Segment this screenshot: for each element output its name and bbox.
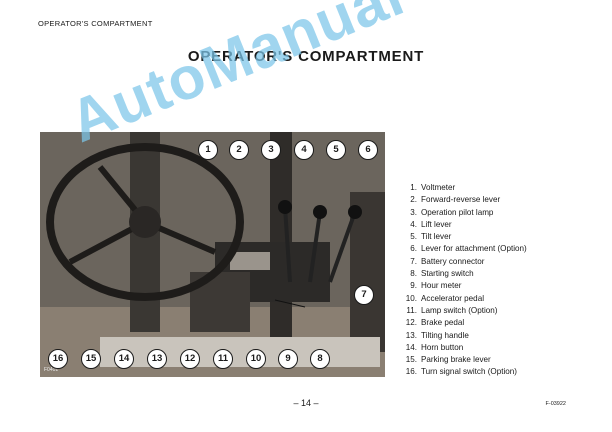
callout-6: 6	[358, 140, 378, 160]
photo-id: F0401	[44, 367, 59, 373]
callout-1: 1	[198, 140, 218, 160]
callout-14: 14	[114, 349, 134, 369]
parts-legend: 1.Voltmeter 2.Forward-reverse lever 3.Op…	[395, 182, 527, 379]
callout-7: 7	[354, 285, 374, 305]
page-title: OPERATOR'S COMPARTMENT	[187, 48, 425, 65]
legend-item: 15.Parking brake lever	[405, 355, 491, 365]
compartment-photo: F0401 1 2 3 4 5 6 7 8 9 10 11 12 13 14 1…	[40, 132, 385, 377]
legend-item: 2.Forward-reverse lever	[410, 195, 501, 205]
callout-12: 12	[180, 349, 200, 369]
callout-8: 8	[310, 349, 330, 369]
legend-item: 8.Starting switch	[410, 269, 474, 279]
document-code: F-03922	[545, 401, 567, 407]
callout-13: 13	[147, 349, 167, 369]
callout-16: 16	[48, 349, 68, 369]
legend-item: 12.Brake pedal	[405, 318, 465, 328]
legend-item: 10.Accelerator pedal	[405, 293, 484, 303]
legend-item: 7.Battery connector	[410, 256, 485, 266]
callout-4: 4	[294, 140, 314, 160]
callout-9: 9	[278, 349, 298, 369]
legend-item: 9.Hour meter	[410, 281, 462, 291]
callout-11: 11	[213, 349, 233, 369]
legend-item: 6.Lever for attachment (Option)	[410, 244, 527, 254]
legend-item: 3.Operation pilot lamp	[410, 207, 494, 217]
compartment-illustration	[40, 132, 385, 377]
legend-item: 14.Horn button	[405, 342, 464, 352]
legend-item: 5.Tilt lever	[410, 232, 452, 242]
callout-15: 15	[81, 349, 101, 369]
callout-10: 10	[246, 349, 266, 369]
legend-item: 11.Lamp switch (Option)	[406, 305, 498, 315]
callout-2: 2	[229, 140, 249, 160]
callout-3: 3	[261, 140, 281, 160]
page-number: – 14 –	[293, 398, 319, 408]
legend-item: 16.Turn signal switch (Option)	[405, 367, 517, 377]
callout-5: 5	[326, 140, 346, 160]
legend-item: 1.Voltmeter	[410, 183, 456, 192]
legend-item: 4.Lift lever	[410, 219, 452, 229]
running-header: OPERATOR'S COMPARTMENT	[38, 19, 153, 28]
legend-item: 13.Tilting handle	[405, 330, 469, 340]
